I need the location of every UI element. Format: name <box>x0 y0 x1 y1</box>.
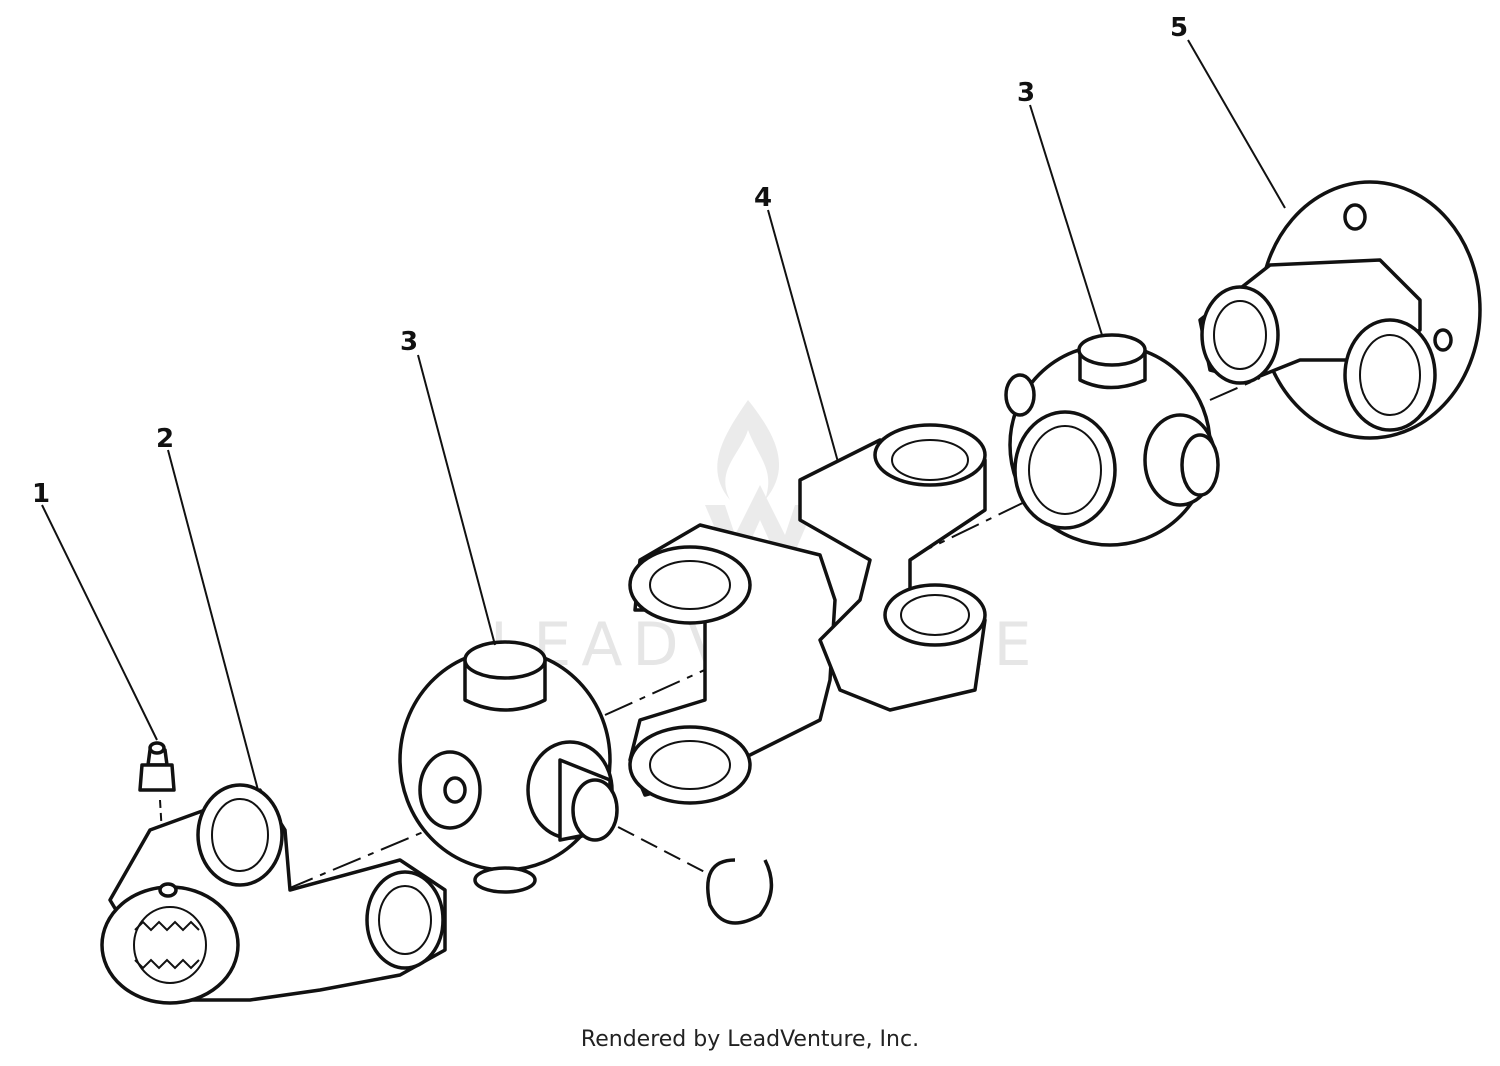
callout-4: 4 <box>754 183 772 213</box>
callout-2: 2 <box>156 424 174 454</box>
callout-3-right: 3 <box>1017 78 1035 108</box>
cross-bearing-left <box>398 640 619 894</box>
splined-yoke <box>100 783 447 1005</box>
snap-ring <box>706 858 774 925</box>
callout-5: 5 <box>1170 13 1188 43</box>
footer-credit: Rendered by LeadVenture, Inc. <box>580 1027 920 1052</box>
callout-3-left: 3 <box>400 327 418 357</box>
flange-yoke <box>1198 180 1482 440</box>
callout-1: 1 <box>32 479 50 509</box>
double-yoke <box>628 423 987 805</box>
cross-bearing-right <box>1004 333 1220 547</box>
grease-fitting <box>138 741 176 792</box>
